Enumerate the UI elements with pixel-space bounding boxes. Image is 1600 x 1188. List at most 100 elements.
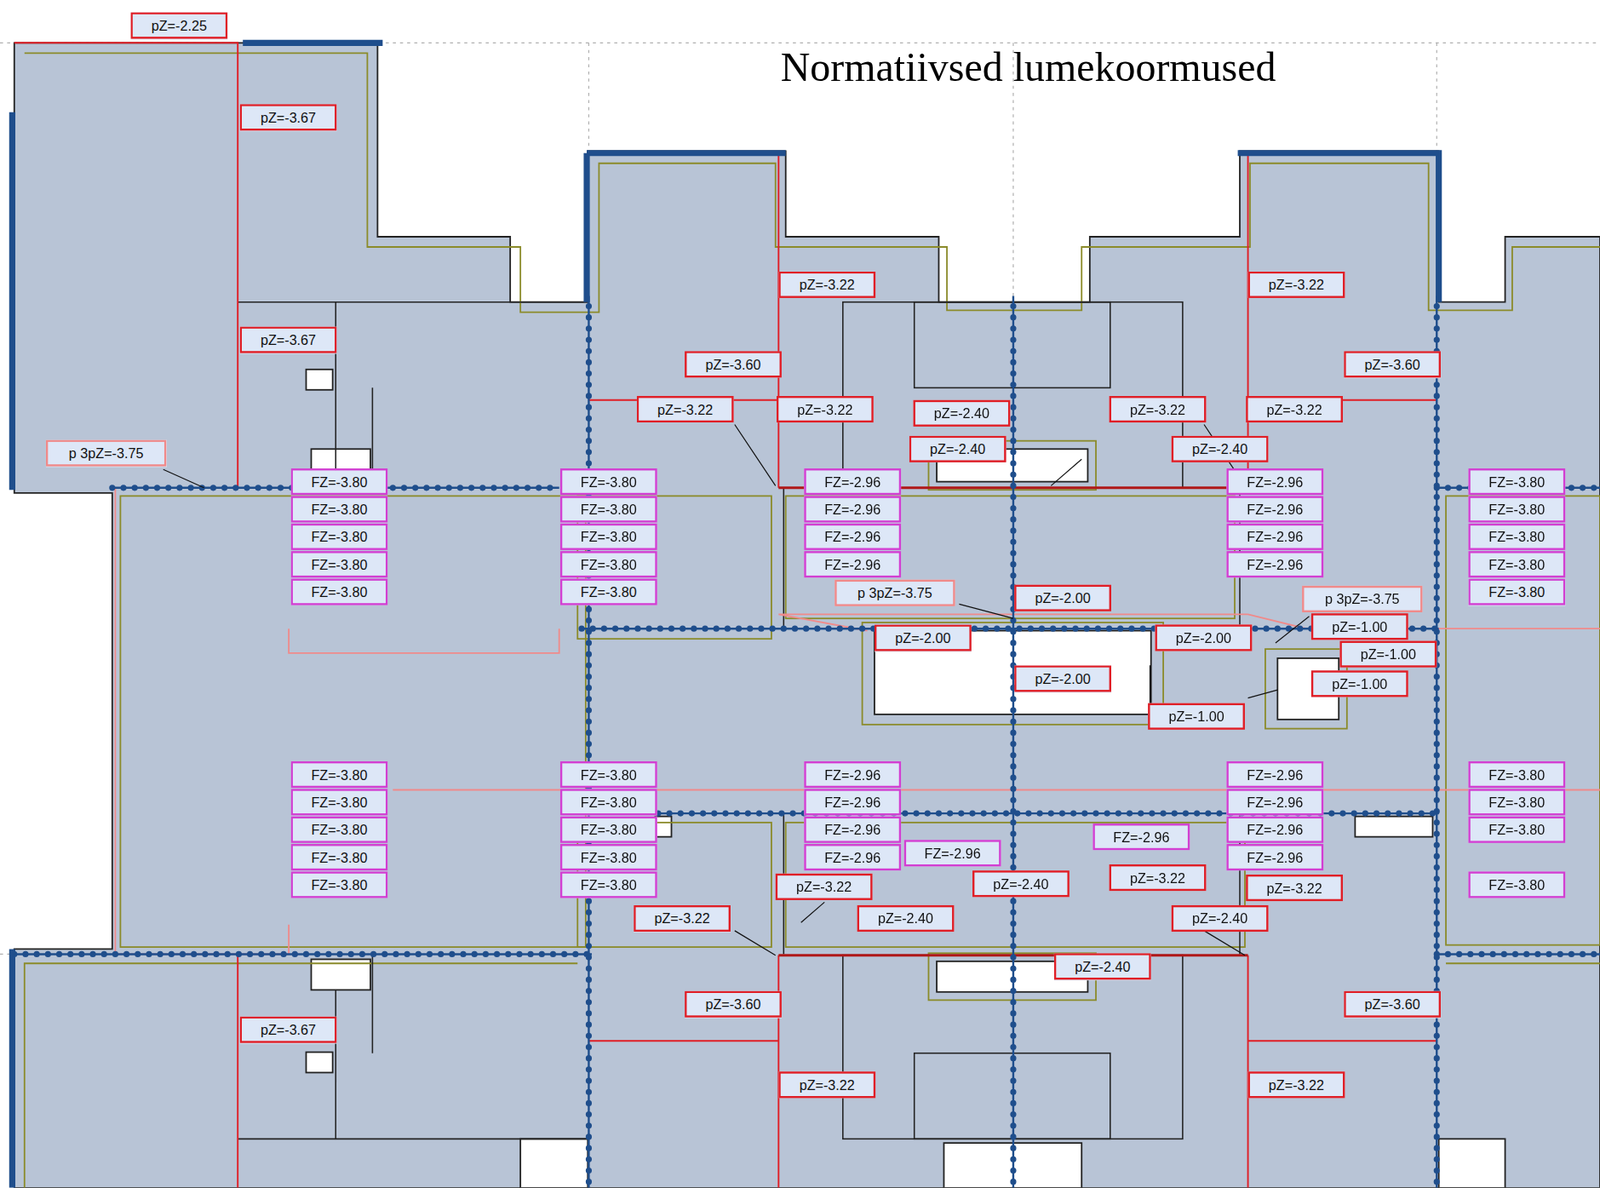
point-load-label: FZ=-3.80 bbox=[1468, 523, 1566, 551]
load-value: FZ=-3.80 bbox=[310, 556, 368, 573]
line-load-label: pZ=-2.40 bbox=[913, 400, 1011, 427]
load-value: p 3pZ=-3.75 bbox=[1324, 590, 1400, 607]
point-load-label: FZ=-3.80 bbox=[560, 761, 658, 788]
load-value: FZ=-2.96 bbox=[1246, 849, 1303, 866]
point-load-label: FZ=-3.80 bbox=[560, 788, 658, 815]
load-value: FZ=-2.96 bbox=[1246, 821, 1303, 838]
load-value: pZ=-3.22 bbox=[799, 1077, 855, 1093]
load-value: FZ=-3.80 bbox=[310, 849, 368, 866]
point-load-label: FZ=-2.96 bbox=[803, 761, 901, 788]
load-value: pZ=-1.00 bbox=[1331, 676, 1388, 692]
load-value: FZ=-3.80 bbox=[580, 528, 637, 545]
load-value: pZ=-3.60 bbox=[705, 356, 761, 373]
point-load-label: FZ=-2.96 bbox=[1226, 495, 1324, 522]
load-value: FZ=-3.80 bbox=[580, 584, 637, 600]
load-value: FZ=-2.96 bbox=[1112, 829, 1170, 845]
line-load-label: pZ=-2.40 bbox=[1171, 435, 1269, 463]
load-value: pZ=-2.40 bbox=[929, 441, 986, 457]
load-value: FZ=-2.96 bbox=[824, 474, 881, 490]
line-load-label: p 3pZ=-3.75 bbox=[1301, 585, 1423, 613]
load-value: FZ=-2.96 bbox=[1246, 528, 1303, 545]
load-value: FZ=-3.80 bbox=[1488, 501, 1545, 517]
load-value: pZ=-3.22 bbox=[657, 401, 713, 418]
point-load-label: FZ=-2.96 bbox=[1226, 816, 1324, 844]
point-load-label: FZ=-3.80 bbox=[291, 495, 389, 522]
line-load-label: pZ=-3.22 bbox=[778, 271, 876, 299]
drawing-title: Normatiivsed lumekoormused bbox=[780, 42, 1277, 91]
load-value: pZ=-2.00 bbox=[1175, 630, 1232, 646]
load-value: FZ=-3.80 bbox=[1488, 474, 1545, 490]
line-load-label: pZ=-2.40 bbox=[909, 435, 1007, 463]
load-value: FZ=-3.80 bbox=[580, 794, 637, 810]
line-load-label: pZ=-3.22 bbox=[1248, 1071, 1346, 1098]
load-value: FZ=-3.80 bbox=[310, 474, 368, 490]
load-value: FZ=-2.96 bbox=[1246, 767, 1303, 783]
load-value: pZ=-3.67 bbox=[260, 1021, 316, 1038]
load-value: pZ=-2.40 bbox=[1074, 958, 1130, 975]
load-value: FZ=-2.96 bbox=[824, 821, 881, 838]
line-load-label: pZ=-3.22 bbox=[775, 873, 873, 901]
line-load-label: pZ=-2.40 bbox=[857, 905, 955, 932]
load-value: FZ=-3.80 bbox=[580, 501, 637, 517]
load-value: FZ=-3.80 bbox=[580, 474, 637, 490]
load-value: pZ=-3.22 bbox=[1266, 401, 1322, 418]
point-load-label: FZ=-3.80 bbox=[291, 578, 389, 605]
load-value: FZ=-2.96 bbox=[1246, 794, 1303, 810]
load-value: FZ=-3.80 bbox=[310, 584, 368, 600]
load-value: FZ=-3.80 bbox=[1488, 821, 1545, 838]
load-value: FZ=-3.80 bbox=[1488, 528, 1545, 545]
line-load-label: pZ=-2.25 bbox=[130, 11, 228, 39]
line-load-label: pZ=-3.22 bbox=[1109, 864, 1207, 891]
point-load-label: FZ=-2.96 bbox=[803, 788, 901, 815]
line-load-label: pZ=-3.67 bbox=[240, 103, 338, 131]
point-load-label: FZ=-2.96 bbox=[1226, 843, 1324, 871]
load-value: FZ=-3.80 bbox=[310, 528, 368, 545]
load-value: FZ=-2.96 bbox=[1246, 501, 1303, 517]
line-load-label: p 3pZ=-3.75 bbox=[834, 579, 955, 607]
line-load-label: pZ=-3.22 bbox=[1248, 271, 1346, 299]
load-value: pZ=-2.40 bbox=[1192, 911, 1248, 927]
point-load-label: FZ=-3.80 bbox=[1468, 761, 1566, 788]
load-value: pZ=-3.22 bbox=[1129, 870, 1186, 886]
point-load-label: FZ=-3.80 bbox=[560, 816, 658, 844]
load-value: FZ=-2.96 bbox=[824, 767, 881, 783]
line-load-label: pZ=-3.60 bbox=[1343, 991, 1441, 1018]
point-load-label: FZ=-3.80 bbox=[291, 843, 389, 871]
point-load-label: FZ=-3.80 bbox=[291, 523, 389, 551]
load-value: FZ=-3.80 bbox=[1488, 556, 1545, 573]
line-load-label: pZ=-1.00 bbox=[1147, 703, 1245, 730]
line-load-label: pZ=-3.22 bbox=[1245, 874, 1343, 901]
line-load-label: pZ=-3.67 bbox=[240, 1016, 338, 1044]
point-load-label: FZ=-2.96 bbox=[1226, 523, 1324, 551]
line-load-label: pZ=-3.22 bbox=[778, 1071, 876, 1098]
load-value: FZ=-3.80 bbox=[580, 767, 637, 783]
load-value: pZ=-2.25 bbox=[151, 17, 207, 34]
point-load-label: FZ=-3.80 bbox=[291, 468, 389, 495]
point-load-label: FZ=-3.80 bbox=[291, 871, 389, 898]
load-value: pZ=-2.40 bbox=[992, 876, 1049, 892]
line-load-label: p 3pZ=-3.75 bbox=[45, 439, 167, 466]
load-value: pZ=-1.00 bbox=[1168, 708, 1224, 724]
load-value: pZ=-3.22 bbox=[1268, 276, 1325, 293]
load-value: FZ=-3.80 bbox=[310, 794, 368, 810]
load-value: pZ=-1.00 bbox=[1331, 619, 1388, 635]
line-load-label: pZ=-2.00 bbox=[1014, 584, 1112, 612]
load-value: FZ=-3.80 bbox=[310, 877, 368, 893]
load-value: FZ=-3.80 bbox=[580, 556, 637, 573]
load-value: FZ=-3.80 bbox=[580, 821, 637, 838]
load-value: p 3pZ=-3.75 bbox=[68, 445, 144, 461]
load-value: pZ=-2.00 bbox=[1034, 670, 1090, 687]
point-load-label: FZ=-2.96 bbox=[803, 523, 901, 551]
line-load-label: pZ=-2.00 bbox=[1014, 665, 1112, 692]
load-value: FZ=-3.80 bbox=[310, 821, 368, 838]
load-value: FZ=-3.80 bbox=[580, 877, 637, 893]
point-load-label: FZ=-3.80 bbox=[1468, 468, 1566, 495]
point-load-label: FZ=-3.80 bbox=[560, 550, 658, 578]
line-load-label: pZ=-2.00 bbox=[874, 624, 972, 651]
point-load-label: FZ=-2.96 bbox=[1226, 550, 1324, 578]
point-load-label: FZ=-3.80 bbox=[560, 468, 658, 495]
load-value: FZ=-2.96 bbox=[824, 556, 881, 573]
load-value: pZ=-3.22 bbox=[1129, 401, 1186, 418]
load-value: FZ=-3.80 bbox=[1488, 877, 1545, 893]
point-load-label: FZ=-3.80 bbox=[1468, 788, 1566, 815]
